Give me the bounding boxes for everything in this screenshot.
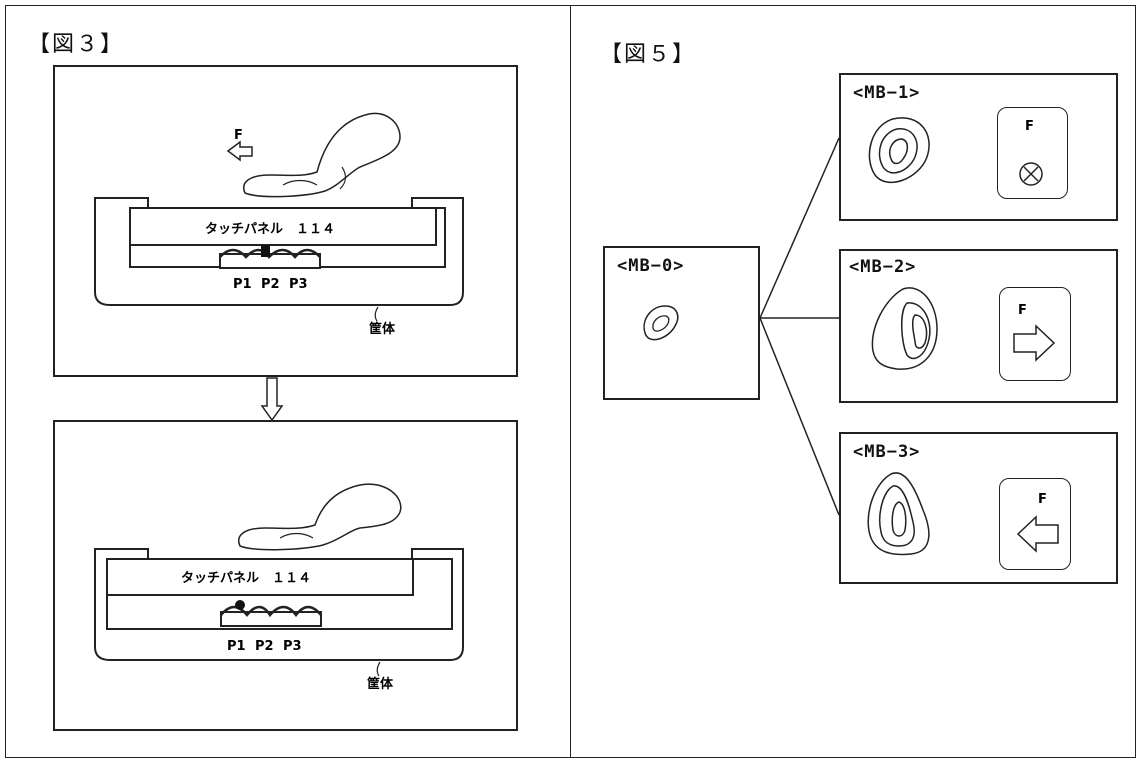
figure5-label: 【図５】 (600, 42, 697, 67)
left-arrow-icon (226, 140, 253, 162)
right-arrow-icon (1013, 324, 1056, 362)
touch-panel-released-diagram: タッチパネル １１４ P1 P2 P3 筐体 (94, 483, 464, 692)
mb2-force-indicator: F (999, 287, 1071, 381)
mb0-contact-shape (643, 305, 679, 341)
mb0-box: <MB−0> (603, 246, 760, 400)
point-p2-label: P2 (255, 639, 274, 654)
mb2-box: <MB−2> F (839, 249, 1118, 403)
force-into-screen-icon (1019, 162, 1043, 186)
mb3-box: <MB−3> F (839, 432, 1118, 584)
contact-point (235, 600, 245, 610)
force-label: F (1025, 119, 1034, 134)
figure3-bottom-box: タッチパネル １１４ P1 P2 P3 筐体 (53, 420, 518, 731)
housing-outline (94, 548, 464, 661)
force-label: F (1018, 303, 1027, 318)
mb3-force-indicator: F (999, 478, 1071, 570)
point-p3-label: P3 (283, 639, 302, 654)
touch-panel-pressed-diagram: F タッチパネル １１４ P1 P2 P3 筐体 (94, 112, 464, 337)
mb3-label: <MB−3> (853, 442, 921, 462)
point-p3-label: P3 (289, 277, 308, 292)
finger-icon (238, 483, 402, 551)
mb2-label: <MB−2> (849, 257, 917, 277)
housing-label: 筐体 (367, 676, 394, 692)
housing-outline (94, 197, 464, 306)
mb1-force-indicator: F (997, 107, 1068, 199)
touch-panel-label: タッチパネル １１４ (181, 571, 311, 586)
force-label: F (1038, 492, 1047, 507)
mb3-contact-shape (867, 472, 930, 556)
point-p2-label: P2 (261, 277, 280, 292)
point-p1-label: P1 (233, 277, 252, 292)
point-p1-label: P1 (227, 639, 246, 654)
touch-panel-label: タッチパネル １１４ (205, 222, 335, 237)
mb2-contact-shape (871, 287, 938, 370)
mb1-contact-shape (868, 117, 930, 184)
finger-icon (243, 112, 401, 198)
left-arrow-icon (1016, 515, 1059, 553)
figure3-label: 【図３】 (28, 32, 125, 57)
touch-panel (129, 207, 437, 246)
figure3-top-box: F タッチパネル １１４ P1 P2 P3 筐体 (53, 65, 518, 377)
pressed-contact (261, 245, 270, 257)
touch-panel (106, 558, 414, 596)
panel-divider (570, 5, 571, 758)
housing-label: 筐体 (369, 321, 396, 337)
mb0-label: <MB−0> (617, 256, 685, 276)
force-label: F (234, 128, 243, 143)
mb1-box: <MB−1> F (839, 73, 1118, 221)
down-arrow-icon (260, 377, 284, 422)
mb1-label: <MB−1> (853, 83, 921, 103)
